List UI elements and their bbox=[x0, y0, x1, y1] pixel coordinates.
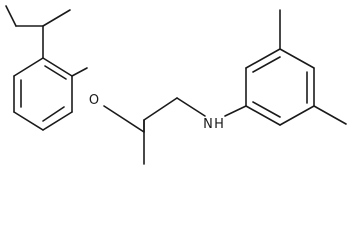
n-aryl-bond bbox=[224, 105, 247, 117]
oxygen-label: O bbox=[89, 93, 99, 108]
dimethylphenyl-ring bbox=[245, 9, 347, 126]
sec-butyl-group bbox=[5, 5, 71, 59]
amine-h-label: H bbox=[214, 117, 224, 132]
propylamine-chain bbox=[71, 67, 206, 165]
phenoxy-ring bbox=[13, 57, 73, 131]
structure-canvas: O N H bbox=[5, 5, 347, 165]
amine-n-label: N bbox=[203, 117, 213, 132]
